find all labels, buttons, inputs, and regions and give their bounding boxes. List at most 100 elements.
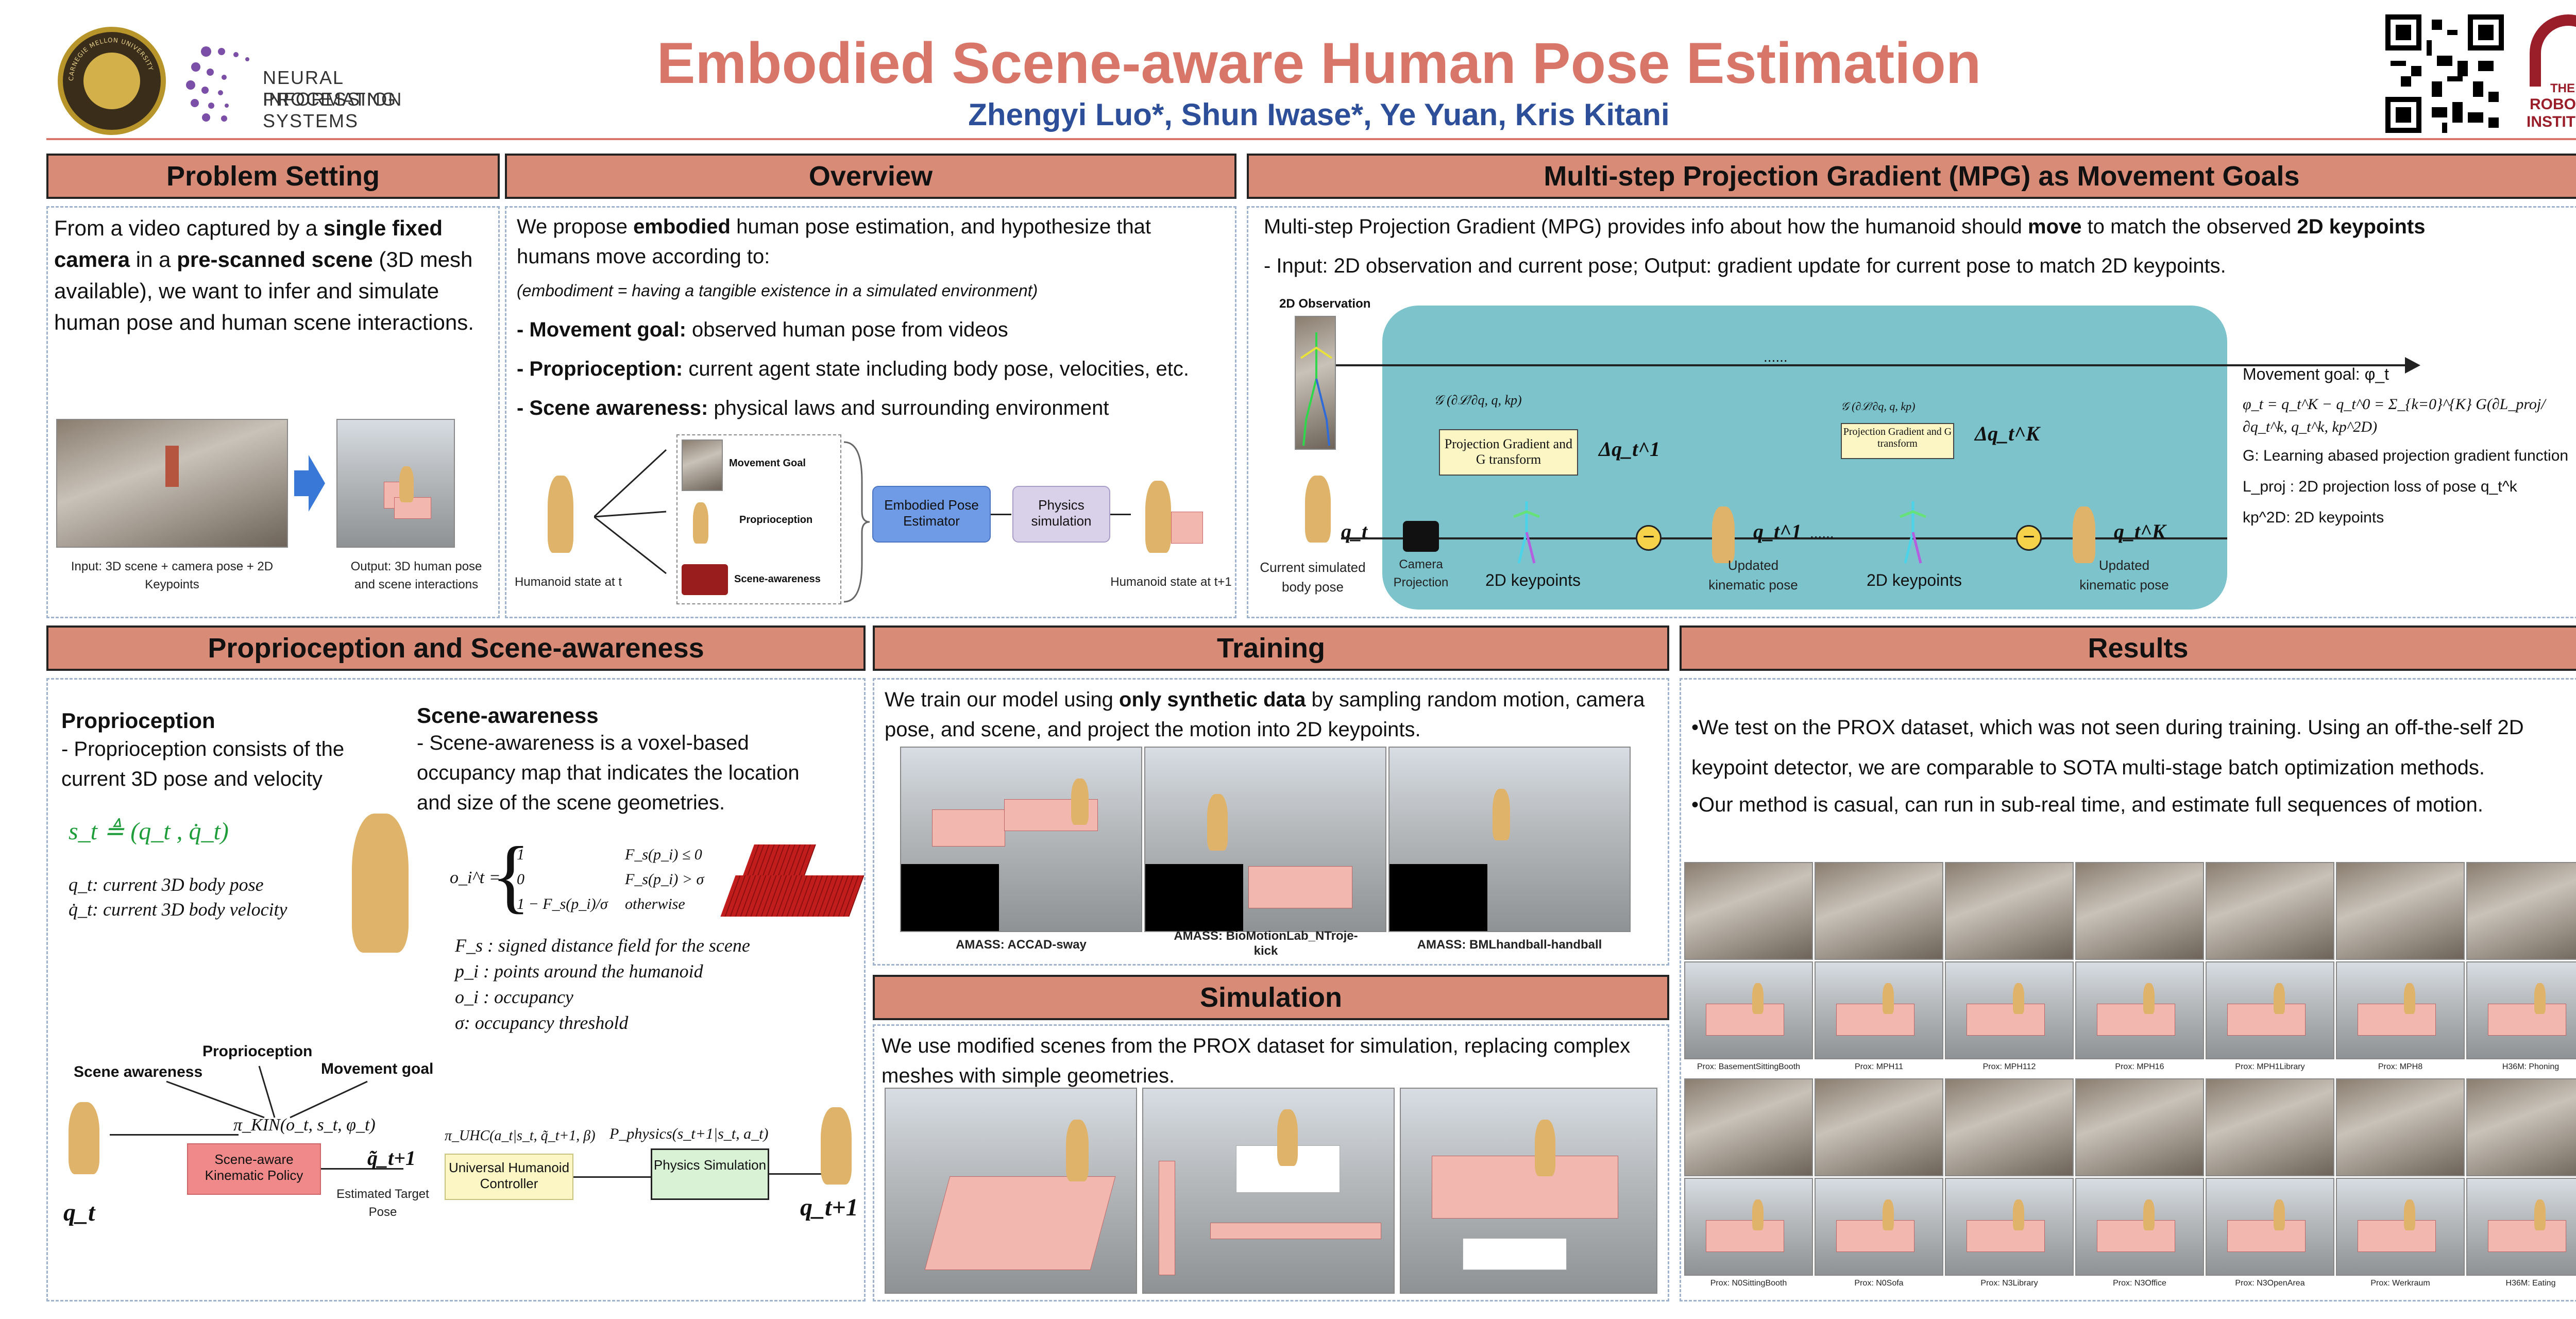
mpg-dots-mid: ...... bbox=[1810, 525, 1834, 541]
mpg-pg-box-2: Projection Gradient and G transform bbox=[1841, 423, 1954, 459]
problem-output-image bbox=[336, 419, 455, 548]
problem-output-caption: Output: 3D human pose and scene interact… bbox=[350, 560, 482, 591]
proprio-eq: s_t ≜ (q_t , q̇_t) bbox=[69, 818, 229, 845]
train3-kp-inset bbox=[1389, 864, 1487, 931]
pipe-label-proprio: Proprioception bbox=[202, 1043, 313, 1060]
mpg-minus-1: − bbox=[1636, 525, 1662, 551]
cmu-seal-inner bbox=[83, 53, 140, 109]
result-sim-geometry bbox=[2488, 1220, 2566, 1252]
pipe-pi-kin: π_KIN(o_t, s_t, φ_t) bbox=[233, 1115, 376, 1135]
result-sim-frame bbox=[2466, 961, 2576, 1059]
mpg-updated-label-2: Updated kinematic pose bbox=[2079, 557, 2169, 593]
result-real-frame bbox=[2206, 1078, 2334, 1176]
mpg-obs-image bbox=[1295, 316, 1336, 450]
result-sim-human bbox=[2143, 983, 2155, 1014]
overview-text-2: human pose estimation, and hypothesize t… bbox=[517, 215, 1151, 268]
result-sim-human bbox=[1883, 1199, 1894, 1230]
mpg-kp-label-2: 2D keypoints bbox=[1867, 571, 1962, 589]
paper-authors: Zhengyi Luo*, Shun Iwase*, Ye Yuan, Kris… bbox=[968, 97, 1670, 132]
mpg-dqK: Δq_t^K bbox=[1975, 422, 2040, 445]
train1-kp-inset bbox=[901, 864, 999, 931]
pipe-p-phys: P_physics(s_t+1|s_t, a_t) bbox=[609, 1125, 769, 1142]
neurips-dots-icon bbox=[186, 46, 249, 122]
proprio-def-2: q̇_t: current 3D body velocity bbox=[69, 899, 287, 920]
result-sim-frame bbox=[1815, 961, 1943, 1059]
scene-def-4: σ: occupancy threshold bbox=[455, 1012, 629, 1033]
training-caption-2: AMASS: BioMotionLab_NTroje-kick bbox=[1174, 929, 1358, 958]
result-real-frame bbox=[1945, 1078, 2074, 1176]
simulation-image-2 bbox=[1142, 1088, 1395, 1294]
result-sim-human bbox=[2534, 983, 2546, 1014]
output-human-figure bbox=[399, 466, 414, 502]
training-image-2 bbox=[1144, 747, 1386, 932]
overview-item-3-bold: - Scene awareness: bbox=[517, 397, 708, 419]
training-text-2: by sampling random motion, camera pose, … bbox=[885, 688, 1645, 741]
result-sim-geometry bbox=[2488, 1004, 2566, 1036]
result-sim-geometry bbox=[1836, 1004, 1914, 1036]
overview-input-group: Movement Goal Proprioception Scene-aware… bbox=[676, 434, 841, 604]
result-sim-frame bbox=[2075, 1178, 2204, 1276]
train3-human bbox=[1493, 789, 1510, 840]
banner-problem: Problem Setting bbox=[46, 154, 500, 199]
result-sim-human bbox=[1752, 983, 1764, 1014]
mpg-camera-icon bbox=[1403, 521, 1439, 552]
result-sim-geometry bbox=[2097, 1004, 2175, 1036]
result-caption: Prox: Werkraum bbox=[2370, 1279, 2430, 1288]
pipe-arrow-2 bbox=[321, 1168, 403, 1170]
overview-item-2-text: current agent state including body pose,… bbox=[683, 358, 1190, 380]
sim1-human bbox=[1066, 1120, 1089, 1181]
ri-arch-icon bbox=[2530, 14, 2576, 87]
result-sim-geometry bbox=[1706, 1220, 1784, 1252]
mpg-camera-label: Camera Projection bbox=[1393, 557, 1449, 589]
pipe-qt: q_t bbox=[63, 1199, 95, 1226]
scene-oi: o_i^t = bbox=[450, 868, 501, 887]
mpg-main-line bbox=[1341, 537, 2227, 539]
result-sim-human bbox=[2274, 1199, 2285, 1230]
scene-def-3: o_i : occupancy bbox=[455, 987, 573, 1007]
result-real-frame bbox=[2466, 1078, 2576, 1176]
mpg-top-line bbox=[1336, 364, 2408, 366]
training-image-3 bbox=[1388, 747, 1631, 932]
result-real-frame bbox=[1815, 1078, 1943, 1176]
result-sim-human bbox=[2404, 1199, 2415, 1230]
mpg-top-arrowhead bbox=[2405, 357, 2420, 374]
ri-text-2: ROBOTICS bbox=[2530, 96, 2576, 113]
mpg-updated-pose-2 bbox=[2073, 506, 2095, 563]
training-bold-1: only synthetic data bbox=[1119, 688, 1306, 711]
overview-scene-thumb bbox=[682, 564, 728, 595]
result-sim-human bbox=[2274, 983, 2285, 1014]
result-sim-frame bbox=[2206, 1178, 2334, 1276]
pipe-arrow-4 bbox=[769, 1173, 831, 1175]
problem-text-3: (3D mesh available), we want to infer an… bbox=[54, 247, 474, 334]
result-sim-human bbox=[2013, 983, 2024, 1014]
result-sim-geometry bbox=[2358, 1220, 2436, 1252]
training-text-1: We train our model using bbox=[885, 688, 1120, 711]
pipe-label-scene: Scene awareness bbox=[74, 1063, 203, 1080]
overview-item-1-text: observed human pose from videos bbox=[686, 318, 1008, 341]
pipe-qt-tilde: q̃_t+1 bbox=[367, 1146, 416, 1170]
qr-code[interactable] bbox=[2385, 14, 2504, 133]
problem-text: From a video captured by a single fixed … bbox=[54, 213, 492, 339]
qr-code-icon bbox=[2385, 14, 2504, 133]
mpg-skeleton-2 bbox=[1897, 496, 1928, 568]
scene-voxel-image bbox=[720, 834, 865, 922]
train1-box-a bbox=[932, 809, 1005, 847]
result-real-frame bbox=[1815, 862, 1943, 960]
mpg-io: - Input: 2D observation and current pose… bbox=[1264, 255, 2226, 277]
mpg-qK: q_t^K bbox=[2114, 520, 2166, 543]
result-caption: Prox: MPH1Library bbox=[2235, 1062, 2305, 1071]
overview-output-chair bbox=[1171, 512, 1203, 544]
overview-label-proprio: Proprioception bbox=[739, 514, 813, 526]
overview-item-3: - Scene awareness: physical laws and sur… bbox=[517, 393, 1109, 423]
result-caption: Prox: N3OpenArea bbox=[2235, 1279, 2305, 1288]
panel-overview: We propose embodied human pose estimatio… bbox=[505, 206, 1236, 618]
result-real-frame bbox=[1945, 862, 2074, 960]
banner-overview: Overview bbox=[505, 154, 1236, 199]
overview-humanoid-t1 bbox=[1145, 481, 1171, 553]
neurips-logo: NEURAL INFORMATION PROCESSING SYSTEMS bbox=[175, 31, 422, 134]
result-sim-geometry bbox=[2227, 1004, 2306, 1036]
mpg-skeleton-1 bbox=[1511, 496, 1542, 568]
result-real-frame bbox=[2336, 1078, 2465, 1176]
overview-proprio-thumb bbox=[693, 502, 708, 544]
